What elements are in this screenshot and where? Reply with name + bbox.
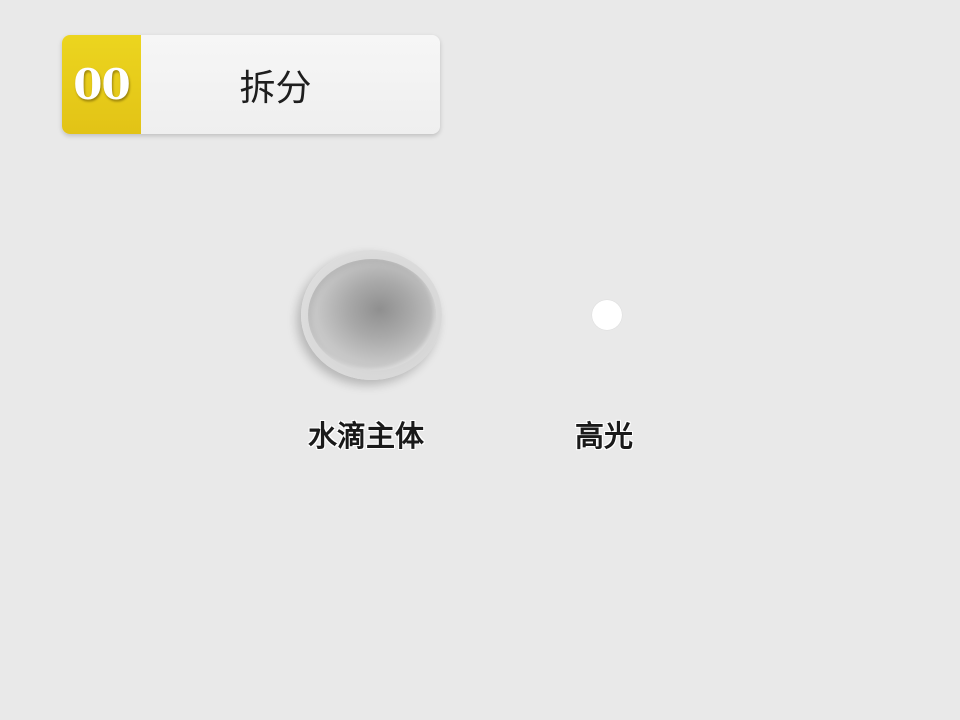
water-drop-body-label: 水滴主体: [308, 419, 425, 453]
highlight-label: 高光: [575, 419, 634, 453]
section-header-card: 00 拆分: [62, 35, 440, 134]
section-number-badge: 00: [62, 35, 141, 134]
highlight-dot-shape: [592, 300, 622, 330]
water-drop-body-shape: [301, 250, 442, 380]
water-drop-body-inner: [308, 259, 436, 371]
section-title: 拆分: [239, 67, 312, 109]
section-number: 00: [73, 60, 130, 109]
